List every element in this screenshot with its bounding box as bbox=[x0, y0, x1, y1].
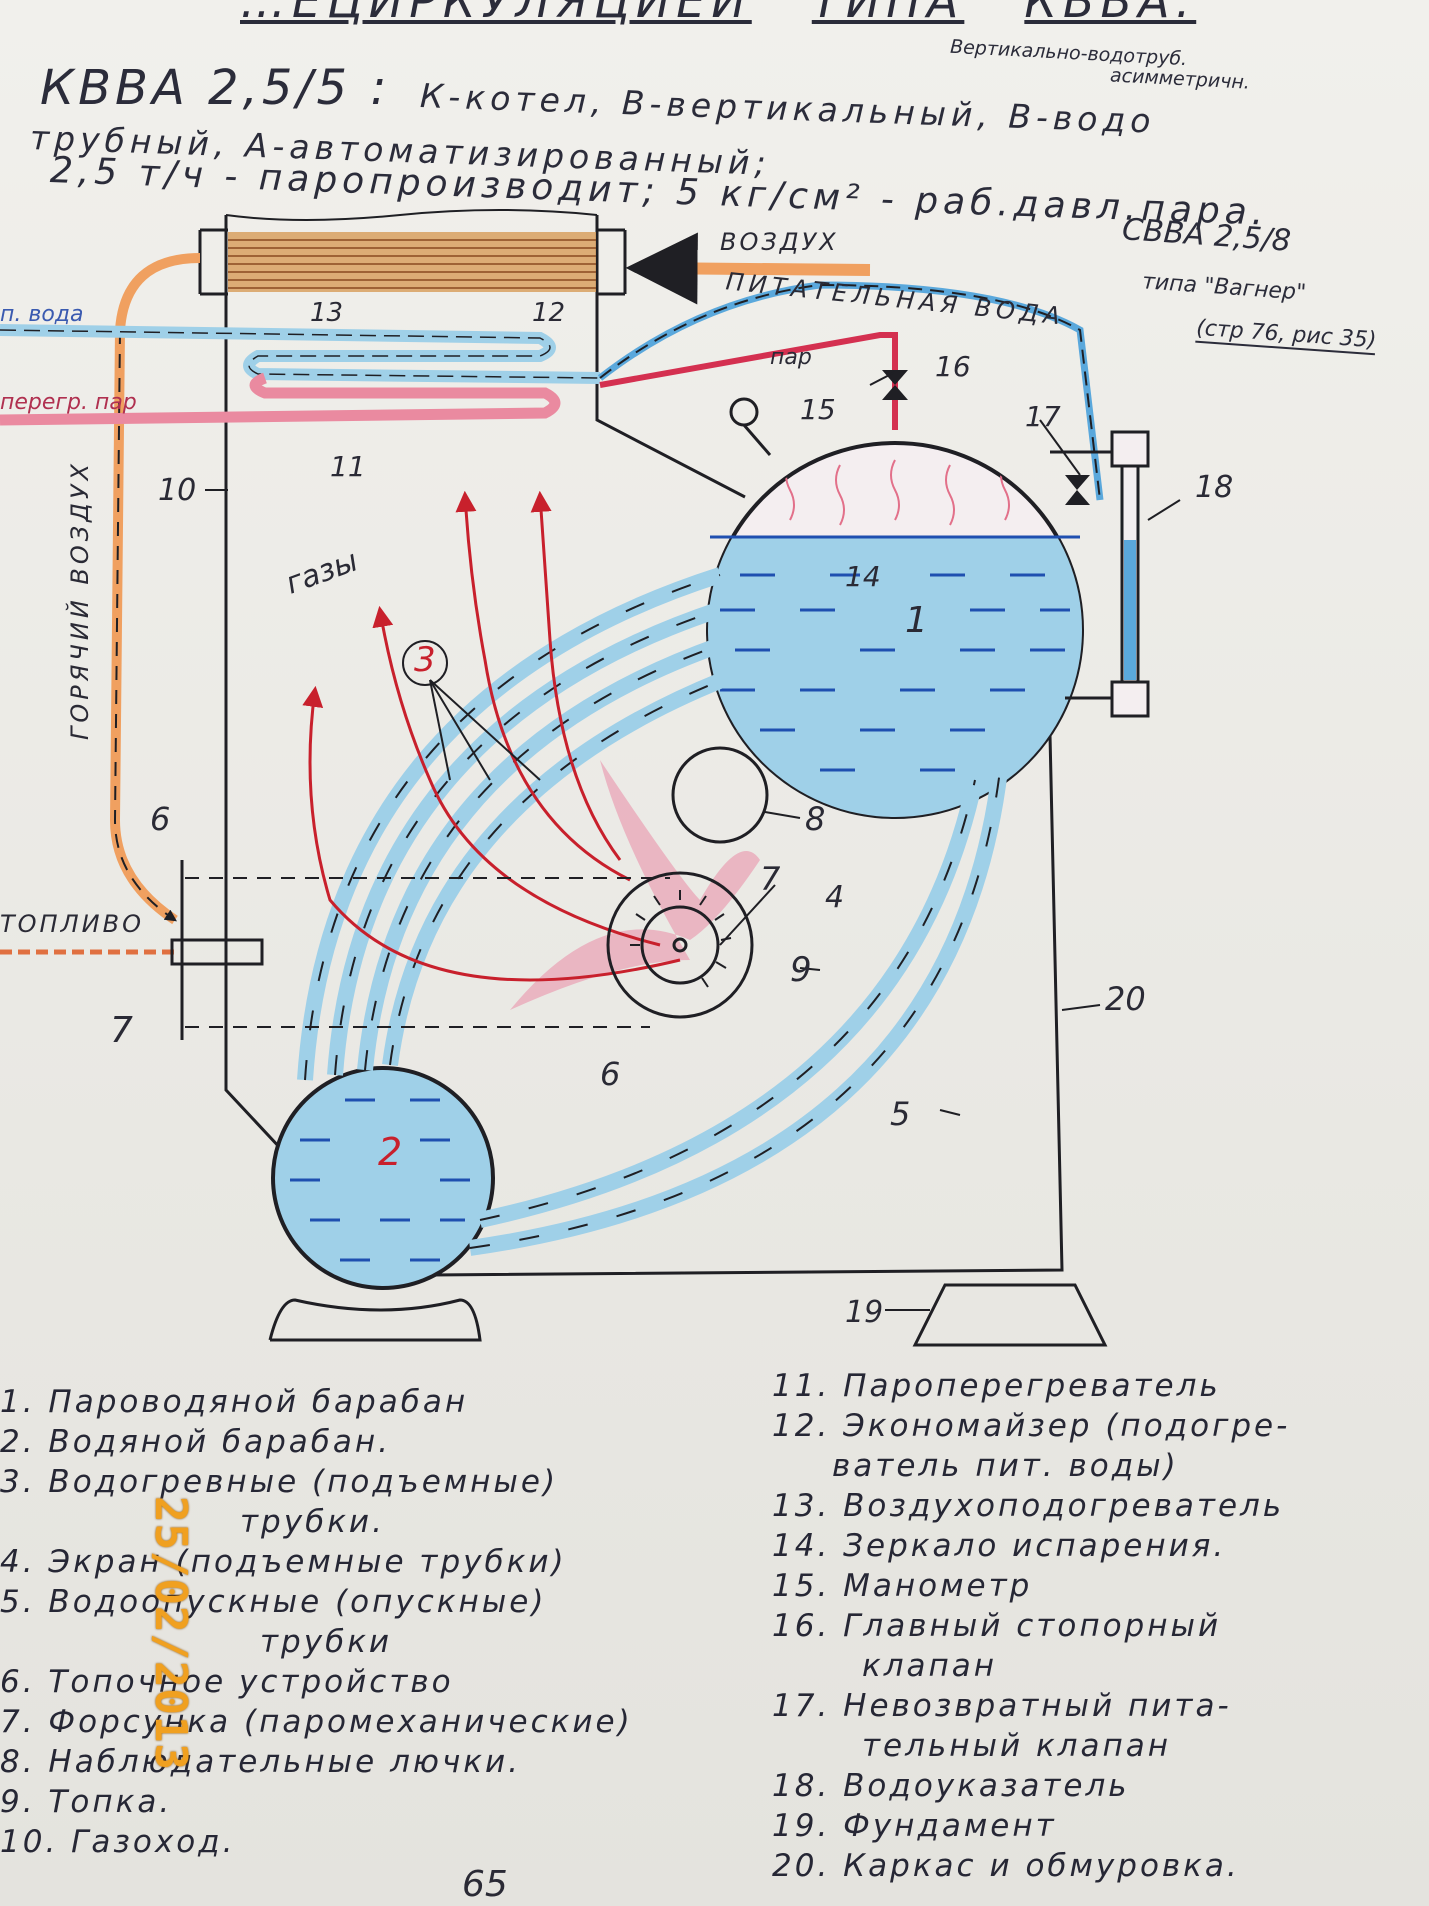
legend-item: 12. Экономайзер (подогре- bbox=[772, 1408, 1291, 1444]
water-gauge bbox=[1050, 430, 1150, 718]
heading-part-3: КВВА. bbox=[1024, 0, 1197, 28]
burner bbox=[606, 871, 754, 1019]
label-n11: 11 bbox=[330, 450, 366, 483]
flame bbox=[510, 760, 760, 1010]
label-n6b: 6 bbox=[600, 1055, 621, 1093]
inspection-hatch bbox=[671, 746, 769, 844]
legend-item: 4. Экран (подъемные трубки) bbox=[0, 1544, 567, 1580]
manometer bbox=[729, 397, 772, 456]
label-air: ВОЗДУХ bbox=[720, 228, 839, 256]
legend-item: 2. Водяной барабан. bbox=[0, 1424, 392, 1460]
label-n8: 8 bbox=[805, 800, 826, 838]
foundation bbox=[268, 1283, 1108, 1347]
firebox-dashed-lines bbox=[185, 877, 670, 1028]
label-n3: 3 bbox=[414, 640, 436, 680]
legend-item: 18. Водоуказатель bbox=[772, 1768, 1130, 1804]
legend-item: 6. Топочное устройство bbox=[0, 1664, 454, 1700]
legend-item: клапан bbox=[862, 1648, 998, 1684]
legend-item: 16. Главный стопорный bbox=[772, 1608, 1222, 1644]
legend-item: 8. Наблюдательные лючки. bbox=[0, 1744, 522, 1780]
label-n5: 5 bbox=[890, 1095, 911, 1133]
legend-item: 1. Пароводяной барабан bbox=[0, 1384, 469, 1420]
legend-item: 17. Невозвратный пита- bbox=[772, 1688, 1232, 1724]
legend-item: ватель пит. воды) bbox=[832, 1448, 1179, 1484]
legend-item: 5. Водоопускные (опускные) bbox=[0, 1584, 547, 1620]
legend-item: тельный клапан bbox=[862, 1728, 1172, 1764]
legend-item: 20. Каркас и обмуровка. bbox=[772, 1848, 1240, 1884]
legend-item: 13. Воздухоподогреватель bbox=[772, 1488, 1285, 1524]
air-preheater bbox=[198, 228, 627, 296]
leader-lines bbox=[205, 371, 1181, 1311]
downcomer-tubes bbox=[468, 769, 1008, 1256]
legend-item: 3. Водогревные (подъемные) bbox=[0, 1464, 559, 1500]
economizer bbox=[0, 281, 1104, 501]
label-feed-water-left: п. вода bbox=[0, 302, 84, 327]
legend-item: 7. Форсунка (паромеханические) bbox=[0, 1704, 633, 1740]
page-heading: …ЕЦИРКУЛЯЦИЕЙ ТИПА КВВА. bbox=[240, 0, 1256, 28]
label-n14: 14 bbox=[845, 560, 881, 593]
legend-item: трубки. bbox=[240, 1504, 385, 1540]
legend-item: трубки bbox=[260, 1624, 393, 1660]
legend-item: 9. Топка. bbox=[0, 1784, 173, 1820]
label-n7a: 7 bbox=[760, 860, 781, 898]
label-n17: 17 bbox=[1025, 400, 1061, 433]
label-3-circle bbox=[402, 640, 448, 686]
label-n2: 2 bbox=[378, 1130, 403, 1174]
legend-item: 15. Манометр bbox=[772, 1568, 1033, 1604]
legend-item: 14. Зеркало испарения. bbox=[772, 1528, 1227, 1564]
label-superheated-steam: перегр. пар bbox=[0, 390, 137, 415]
gas-flow-arrows bbox=[302, 490, 681, 982]
date-stamp: 25/02/2013 bbox=[145, 1496, 196, 1771]
boiler-code: КВВА 2,5/5 : bbox=[40, 60, 391, 116]
riser-tubes bbox=[297, 567, 725, 1081]
legend-left: 1. Пароводяной барабан 2. Водяной бараба… bbox=[0, 1382, 633, 1862]
incoming-air-arrow bbox=[625, 232, 871, 305]
label-n10: 10 bbox=[158, 473, 197, 508]
steam-water-drum bbox=[706, 441, 1084, 819]
label-n1: 1 bbox=[905, 600, 928, 641]
heading-part-2: ТИПА bbox=[811, 0, 965, 28]
label-n13: 13 bbox=[310, 298, 344, 328]
label-n16: 16 bbox=[935, 350, 971, 383]
label-n4: 4 bbox=[825, 880, 845, 915]
superheater bbox=[0, 332, 898, 430]
label-n15: 15 bbox=[800, 393, 836, 426]
label-n6a: 6 bbox=[150, 800, 171, 838]
label-hot-air: ГОРЯЧИЙ ВОЗДУХ bbox=[66, 460, 94, 740]
fuel-injector bbox=[0, 860, 264, 1040]
label-n19: 19 bbox=[845, 1295, 884, 1330]
legend-right: 11. Пароперегреватель 12. Экономайзер (п… bbox=[772, 1366, 1290, 1886]
legend-item: 10. Газоход. bbox=[0, 1824, 236, 1860]
label-n20: 20 bbox=[1105, 980, 1146, 1018]
check-valve bbox=[1065, 475, 1090, 505]
label-steam: пар bbox=[770, 345, 812, 370]
heading-part-1: …ЕЦИРКУЛЯЦИЕЙ bbox=[240, 0, 752, 28]
legend-item: 11. Пароперегреватель bbox=[772, 1368, 1221, 1404]
label-n7b: 7 bbox=[110, 1010, 133, 1051]
label-n18: 18 bbox=[1195, 470, 1234, 505]
label-fuel: ТОПЛИВО bbox=[0, 910, 144, 938]
boiler-casing bbox=[224, 209, 1064, 1277]
page-number: 65 bbox=[462, 1864, 508, 1905]
legend-item: 19. Фундамент bbox=[772, 1808, 1057, 1844]
label-n12: 12 bbox=[532, 298, 566, 328]
label-n9: 9 bbox=[790, 950, 812, 990]
water-drum bbox=[271, 1066, 495, 1290]
main-stop-valve bbox=[882, 370, 908, 400]
